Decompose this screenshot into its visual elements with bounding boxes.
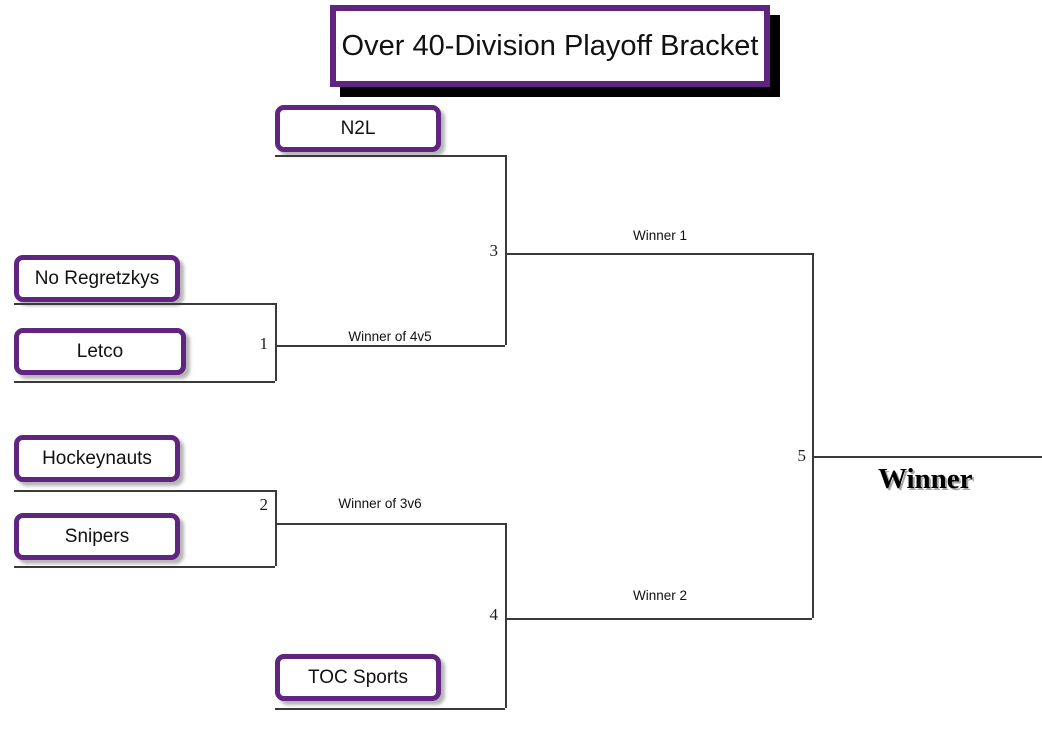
connector-match-1-vertical	[275, 303, 277, 381]
connector-n2l	[275, 155, 505, 157]
connector-match-3-vertical	[505, 155, 507, 345]
team-label: Snipers	[64, 525, 130, 547]
team-label: Hockeynauts	[42, 447, 152, 469]
team-label: No Regretzkys	[34, 267, 160, 289]
bracket-title-box: Over 40-Division Playoff Bracket	[330, 5, 770, 87]
team-box-toc-sports[interactable]: TOC Sports	[275, 654, 441, 701]
team-label: Letco	[76, 340, 124, 362]
team-box-snipers[interactable]: Snipers	[14, 513, 180, 560]
match-number-1: 1	[259, 334, 269, 353]
match-number-5: 5	[797, 446, 807, 465]
match-number-2: 2	[259, 495, 269, 514]
edge-label-winner-of-3v6: Winner of 3v6	[338, 496, 422, 511]
connector-winner-2	[505, 618, 812, 620]
team-label: N2L	[340, 117, 376, 139]
edge-label-winner-of-4v5: Winner of 4v5	[348, 329, 432, 344]
connector-snipers	[14, 566, 275, 568]
team-box-n2l[interactable]: N2L	[275, 105, 441, 152]
team-label: TOC Sports	[308, 666, 408, 688]
edge-label-winner-2: Winner 2	[632, 588, 688, 603]
connector-champion	[812, 456, 1042, 458]
match-number-4: 4	[489, 605, 499, 624]
connector-match-5-vertical	[812, 253, 814, 618]
connector-hockeynauts	[14, 490, 275, 492]
team-box-no-regretzkys[interactable]: No Regretzkys	[14, 255, 180, 302]
page-title: Over 40-Division Playoff Bracket	[341, 29, 759, 62]
champion-label: Winner	[878, 463, 973, 495]
connector-letco	[14, 381, 275, 383]
connector-no-regretzkys	[14, 303, 275, 305]
connector-match-4-vertical	[505, 523, 507, 708]
connector-match-2-vertical	[275, 490, 277, 566]
connector-winner-of-4v5	[275, 345, 505, 347]
connector-toc-sports	[275, 708, 505, 710]
match-number-3: 3	[489, 241, 499, 260]
team-box-letco[interactable]: Letco	[14, 328, 186, 375]
team-box-hockeynauts[interactable]: Hockeynauts	[14, 435, 180, 482]
edge-label-winner-1: Winner 1	[632, 228, 688, 243]
connector-winner-1	[505, 253, 812, 255]
connector-winner-of-3v6	[275, 523, 505, 525]
